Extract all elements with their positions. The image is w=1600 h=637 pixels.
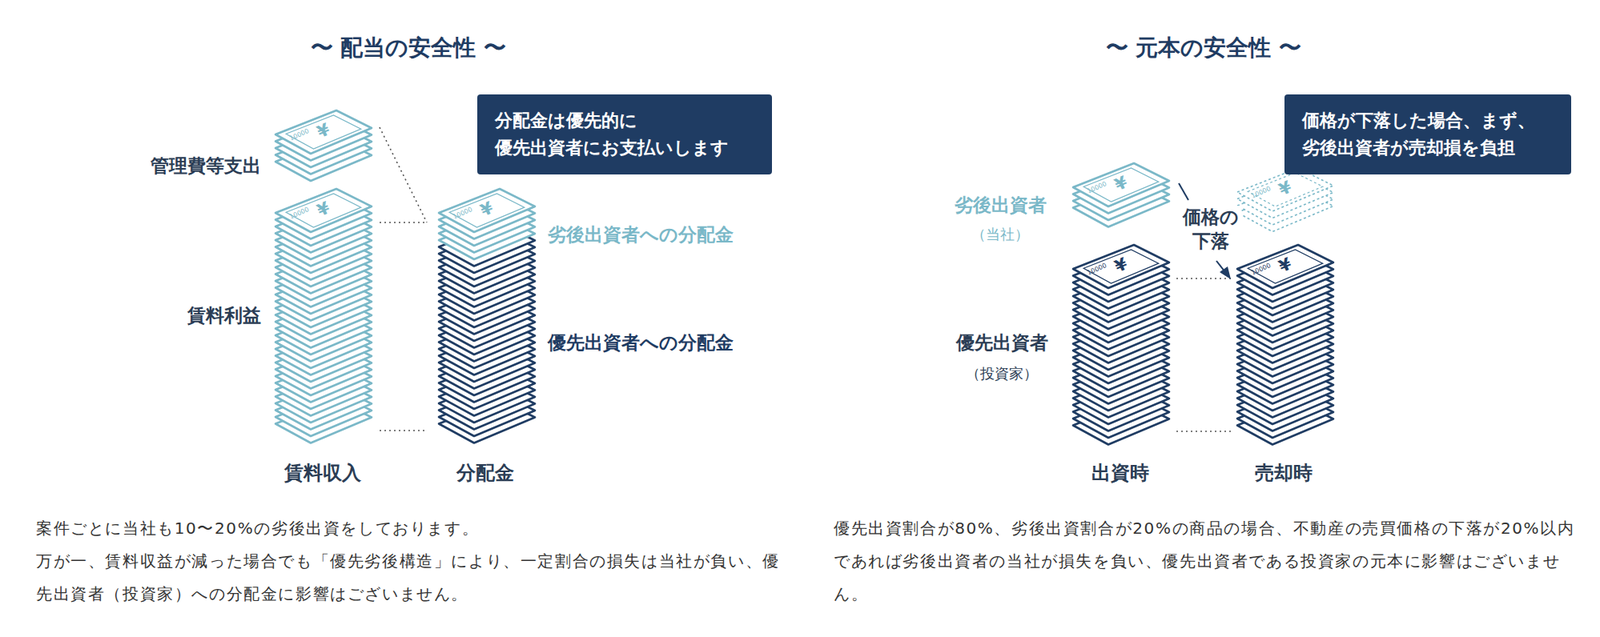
leader-line <box>379 221 427 224</box>
bill-inner-border <box>1247 172 1323 207</box>
leader-line <box>379 127 427 223</box>
leader-line <box>1176 277 1234 280</box>
label: （当社） <box>971 225 1030 244</box>
label: 〜 配当の安全性 〜 <box>310 33 507 63</box>
label: 管理費等支出 <box>150 154 262 179</box>
label: 劣後出資者 <box>954 193 1047 218</box>
label: 売却時 <box>1254 461 1313 487</box>
callout-text: 価格が下落した場合、まず、 劣後出資者が売却損を負担 <box>1302 107 1554 162</box>
bill-inner-border <box>1083 168 1159 202</box>
bill-inner-border <box>285 115 362 149</box>
callout-box: 分配金は優先的に 優先出資者にお支払いします <box>477 94 772 175</box>
leader-line <box>1176 430 1234 433</box>
bill <box>1237 168 1334 212</box>
callout-text: 分配金は優先的に 優先出資者にお支払いします <box>494 107 755 162</box>
label: 優先出資者への分配金 <box>547 331 734 356</box>
bill <box>438 188 535 233</box>
arrow-line <box>1178 183 1189 201</box>
note-text: 案件ごとに当社も10〜20%の劣後出資をしております。 <box>36 512 781 546</box>
label: 劣後出資者への分配金 <box>547 223 734 248</box>
bill <box>275 110 372 154</box>
bill-inner-border <box>1083 249 1159 284</box>
bill <box>1073 163 1170 207</box>
note-text: 万が一、賃料収益が減った場合でも「優先劣後構造」により、一定割合の損失は当社が負… <box>36 545 781 612</box>
label: 優先出資者 <box>956 331 1049 356</box>
label: 〜 元本の安全性 〜 <box>1105 33 1303 63</box>
label: 価格の 下落 <box>1180 205 1242 254</box>
leader-line <box>379 430 427 432</box>
note-text: 優先出資割合が80%、劣後出資割合が20%の商品の場合、不動産の売買価格の下落が… <box>833 512 1583 612</box>
label: 賃料利益 <box>187 304 262 329</box>
label: 分配金 <box>456 461 515 487</box>
bill-inner-border <box>285 193 362 228</box>
label: （投資家） <box>965 364 1038 383</box>
bill <box>1073 245 1170 289</box>
callout-box: 価格が下落した場合、まず、 劣後出資者が売却損を負担 <box>1284 94 1572 175</box>
bill-inner-border <box>449 193 525 228</box>
bill <box>275 188 372 233</box>
arrow-head <box>1219 266 1231 280</box>
label: 出資時 <box>1091 461 1150 487</box>
bill <box>1237 245 1334 289</box>
label: 賃料収入 <box>284 461 362 487</box>
bill-inner-border <box>1247 249 1323 284</box>
